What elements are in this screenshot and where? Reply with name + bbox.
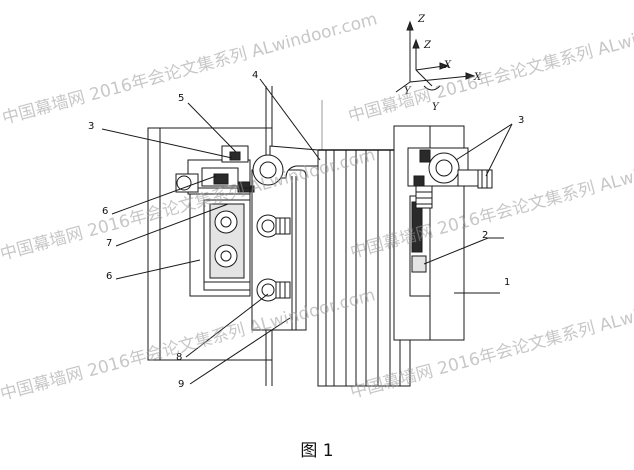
label-3-right: 3	[518, 115, 524, 126]
axis-label-z: Z	[417, 14, 426, 25]
axis-label-xbar: X	[443, 60, 452, 71]
label-9: 9	[178, 379, 184, 390]
right-clamp-assembly	[407, 147, 493, 209]
leader-lines	[101, 78, 513, 385]
label-6-upper: 6	[102, 206, 108, 217]
label-5: 5	[178, 93, 184, 104]
left-clamp-assembly	[175, 145, 284, 195]
watermark: 中国幕墙网 2016年会论文集系列 ALwindoor.com	[346, 7, 634, 127]
axis-label-zbar: Z	[423, 40, 432, 51]
label-1: 1	[504, 277, 510, 288]
coordinate-axes: Z Z X X Y Y	[395, 14, 482, 113]
axis-label-x: X	[473, 72, 482, 83]
axis-label-ybar: Y	[404, 86, 412, 97]
label-2: 2	[482, 230, 488, 241]
bracket-bolts	[256, 214, 291, 302]
label-7: 7	[106, 238, 112, 249]
label-6-lower: 6	[106, 271, 112, 282]
axis-label-y: Y	[432, 102, 440, 113]
label-3-left: 3	[88, 121, 94, 132]
label-8: 8	[176, 352, 182, 363]
watermark-layer: 中国幕墙网 2016年会论文集系列 ALwindoor.com 中国幕墙网 20…	[0, 7, 634, 405]
embedded-plate	[189, 185, 255, 297]
label-4: 4	[252, 70, 258, 81]
figure-caption: 图 1	[300, 441, 333, 461]
part-labels: 3 5 4 6 7 6 8 9 3 2 1	[88, 70, 524, 390]
watermark: 中国幕墙网 2016年会论文集系列 ALwindoor.com	[0, 9, 379, 129]
